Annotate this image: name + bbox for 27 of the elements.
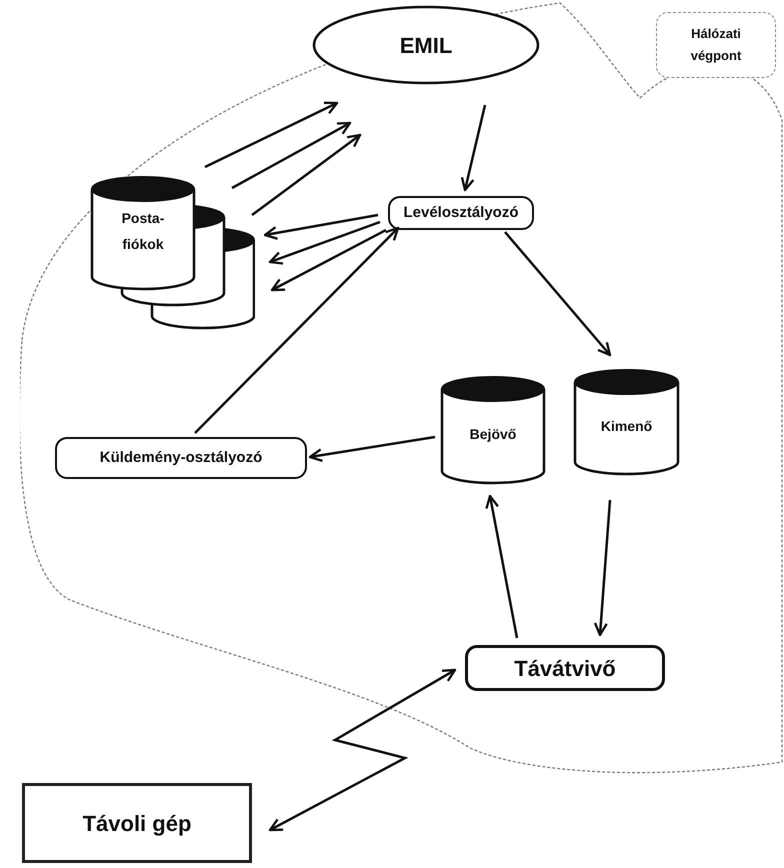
- process-box: [388, 196, 534, 230]
- node-label: Hálózati végpont: [690, 25, 742, 65]
- arrow: [231, 122, 352, 190]
- arrow: [504, 231, 612, 356]
- arrow: [204, 102, 338, 168]
- node-label: Posta-fiókok: [120, 209, 166, 254]
- arrow: [268, 668, 456, 832]
- node-label: Küldemény-osztályozó: [100, 448, 262, 468]
- process-box: [656, 12, 776, 78]
- node-label: Levélosztályozó: [403, 202, 519, 223]
- node-label: Kimenő: [600, 416, 652, 436]
- node-label: EMIL: [400, 32, 452, 60]
- arrow: [594, 500, 612, 636]
- arrow: [460, 104, 486, 192]
- node-label: Bejövő: [470, 424, 516, 444]
- arrow: [251, 134, 362, 216]
- arrow: [268, 220, 380, 265]
- arrow: [308, 436, 436, 462]
- arrow: [194, 226, 400, 434]
- process-box: [55, 437, 307, 479]
- arrow: [485, 494, 518, 638]
- arrow: [270, 228, 387, 292]
- node-label: Távoli gép: [82, 810, 192, 838]
- node-label: Távátvivő: [514, 654, 616, 682]
- process-box: [22, 783, 252, 863]
- arrow: [264, 214, 378, 240]
- process-box: [465, 645, 665, 691]
